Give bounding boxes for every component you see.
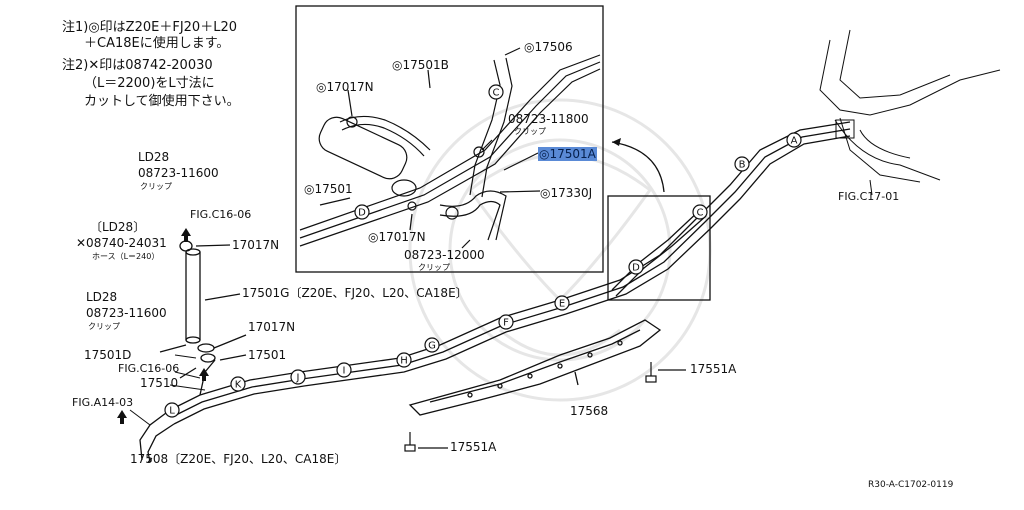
reference-code: R30-A-C1702-0119 [868, 480, 954, 490]
part-08723-12000: 08723-12000 [404, 248, 485, 262]
part-17330j: ◎17330J [540, 186, 593, 200]
svg-text:G: G [428, 341, 436, 352]
svg-text:D: D [358, 208, 366, 219]
ld28-bracket-label: 〔LD28〕 [90, 220, 146, 234]
part-17017n-mid: 17017N [248, 320, 296, 334]
svg-text:L: L [169, 406, 175, 417]
clip-label-b: クリップ [418, 263, 450, 272]
leader-lines [129, 354, 206, 463]
part-17510: 17510 [140, 376, 179, 390]
callout-b: B [734, 156, 750, 172]
part-17017n-top: 17017N [232, 238, 280, 252]
callout-k: K [230, 376, 246, 392]
svg-text:B: B [739, 160, 746, 171]
clip-label-c: クリップ [140, 182, 172, 191]
svg-text:C: C [493, 88, 500, 99]
svg-text:D: D [632, 263, 640, 274]
part-17506: ◎17506 [524, 40, 573, 54]
protector-plate [408, 319, 662, 416]
ld28-label-a: LD28 [138, 150, 170, 164]
part-17501d: 17501D [84, 348, 132, 362]
engine-bay-outline [819, 29, 1001, 196]
svg-text:H: H [400, 356, 408, 367]
part-17501a: ◎17501A [538, 147, 597, 161]
main-fuel-lines [139, 121, 851, 463]
part-17017n-a: ◎17017N [316, 80, 374, 94]
svg-text:C: C [697, 208, 704, 219]
part-17501-low: 17501 [248, 348, 287, 362]
part-17501g: 17501G〔Z20E、FJ20、L20、CA18E〕 [242, 286, 468, 300]
callout-h: H [396, 352, 412, 368]
callout-e: E [554, 295, 570, 311]
callout-badges: A B C D E F G H I J K L C D [164, 84, 802, 418]
note-2-line-2: （L＝2200)をL寸法に [84, 76, 215, 91]
note-2-line-1: 注2)✕印は08742-20030 [62, 58, 213, 73]
callout-j: J [290, 369, 306, 385]
inset-fuel-lines [299, 47, 601, 249]
hose-length-note: ホース（L＝240） [92, 252, 160, 261]
svg-text:J: J [296, 373, 300, 384]
callout-l: L [164, 402, 180, 418]
part-17501: ◎17501 [304, 182, 353, 196]
fig-c16-06-top: FIG.C16-06 [190, 208, 252, 221]
part-17017n-b: ◎17017N [368, 230, 426, 244]
inset-callout-c: C [488, 84, 504, 100]
note-2-line-3: カットして御使用下さい。 [84, 94, 240, 109]
part-17568: 17568 [570, 404, 609, 418]
callout-i: I [336, 362, 352, 378]
zoom-arrow [611, 141, 665, 193]
part-17551a-right: 17551A [690, 362, 737, 376]
part-17508: 17508〔Z20E、FJ20、L20、CA18E〕 [130, 452, 347, 466]
vertical-hose [159, 240, 247, 379]
clip-label-d: クリップ [88, 322, 120, 331]
inset-callout-d: D [354, 204, 370, 220]
svg-text:K: K [235, 380, 242, 391]
svg-text:F: F [503, 318, 509, 329]
svg-text:A: A [791, 136, 798, 147]
callout-g: G [424, 337, 440, 353]
ld28-label-b: LD28 [86, 290, 118, 304]
callout-d: D [628, 259, 644, 275]
zoom-box [607, 195, 711, 301]
part-08723-11600-b: 08723-11600 [86, 306, 167, 320]
clip-label-a: クリップ [514, 127, 546, 136]
callout-f: F [498, 314, 514, 330]
fig-c17-01: FIG.C17-01 [838, 190, 900, 203]
note-1-line-2: ＋CA18Eに使用します。 [84, 36, 230, 51]
callout-a: A [786, 132, 802, 148]
note-1-line-1: 注1)◎印はZ20E＋FJ20＋L20 [62, 20, 237, 35]
callout-c: C [692, 204, 708, 220]
part-17551a-bottom: 17551A [450, 440, 497, 454]
fig-a14-03: FIG.A14-03 [72, 396, 134, 409]
svg-text:I: I [343, 366, 346, 377]
svg-text:E: E [559, 299, 565, 310]
part-08740-24031: ✕08740-24031 [76, 236, 167, 250]
fig-c16-06-low: FIG.C16-06 [118, 362, 180, 375]
part-08723-11800: 08723-11800 [508, 112, 589, 126]
detail-inset-box [295, 5, 604, 273]
part-08723-11600-a: 08723-11600 [138, 166, 219, 180]
bolt-icon [404, 362, 686, 452]
part-17501b: ◎17501B [392, 58, 449, 72]
up-arrow-icon [117, 228, 209, 424]
